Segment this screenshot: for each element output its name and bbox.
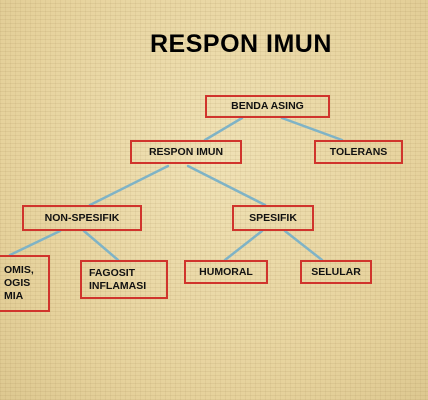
diagram-title: RESPON IMUN [150,30,332,58]
link-respon-nonspesifik [88,164,170,207]
link-spesifik-humoral [223,229,264,262]
link-spesifik-selular [283,229,324,262]
node-fagosit-line-1: FAGOSIT [89,266,136,279]
node-benda-asing: BENDA ASING [205,95,330,118]
node-humoral-label: HUMORAL [199,265,253,278]
link-nonspesifik-fagosit [82,229,120,262]
node-fagosit-line-2: INFLAMASI [89,279,147,292]
node-spesifik: SPESIFIK [232,205,314,231]
node-toleran: TOLERANS [314,140,403,164]
node-toleran-label: TOLERANS [329,145,388,158]
node-fisik-line-2: OGIS [4,277,31,289]
node-selular: SELULAR [300,260,372,284]
link-benda-toleran [280,116,344,142]
node-humoral: HUMORAL [184,260,268,284]
node-selular-label: SELULAR [311,265,361,278]
node-non-spesifik: NON-SPESIFIK [22,205,142,231]
node-spesifik-label: SPESIFIK [249,211,297,224]
node-fisik-line-3: MIA [4,290,24,302]
node-non-spesifik-label: NON-SPESIFIK [44,211,120,224]
node-benda-asing-label: BENDA ASING [231,100,304,112]
node-respon-imun: RESPON IMUN [130,140,242,164]
link-respon-spesifik [186,164,267,207]
node-fisik-line-1: OMIS, [4,264,34,276]
node-fagosit: FAGOSIT INFLAMASI [80,260,168,299]
link-benda-respon [203,116,244,142]
node-respon-imun-label: RESPON IMUN [148,145,224,158]
node-fisik: OMIS, OGIS MIA [0,255,50,312]
link-nonspesifik-fisik [8,229,62,257]
